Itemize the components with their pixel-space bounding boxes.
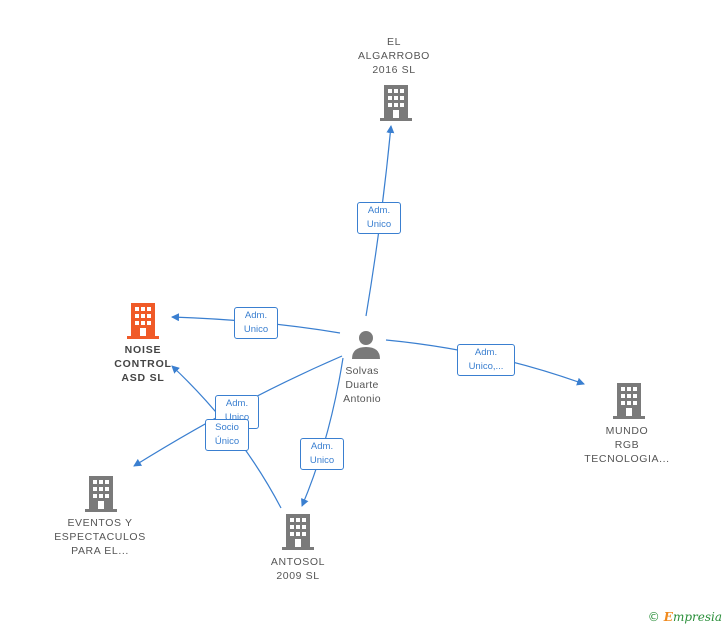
node-label-noise-control[interactable]: NOISE CONTROL ASD SL	[114, 344, 172, 384]
node-label-person[interactable]: Solvas Duarte Antonio	[343, 365, 381, 405]
building-icon-highlighted[interactable]	[127, 303, 159, 339]
node-label-eventos[interactable]: EVENTOS Y ESPECTACULOS PARA EL...	[54, 517, 146, 557]
node-label-antosol[interactable]: ANTOSOL 2009 SL	[270, 556, 326, 582]
edge-label-antosol[interactable]: Adm. Unico	[300, 438, 344, 470]
brand-name: mpresia	[672, 610, 722, 624]
node-label-mundo-rgb[interactable]: MUNDO RGB TECNOLOGIA...	[584, 425, 670, 465]
building-icon[interactable]	[85, 476, 117, 512]
edge-label-algarrobo[interactable]: Adm. Unico	[357, 202, 401, 234]
edge-label-mundo-rgb[interactable]: Adm. Unico,...	[457, 344, 515, 376]
building-icon[interactable]	[380, 85, 412, 121]
edge-label-noise-control[interactable]: Adm. Unico	[234, 307, 278, 339]
node-label-el-algarrobo[interactable]: EL ALGARROBO 2016 SL	[358, 36, 430, 76]
brand-initial: E	[663, 610, 673, 624]
empresia-logo[interactable]: ©Empresia	[648, 610, 722, 624]
copyright-symbol: ©	[647, 610, 660, 624]
person-icon[interactable]	[350, 329, 382, 359]
edge-label-socio[interactable]: Socio Único	[205, 419, 249, 451]
edge-to-antosol	[301, 357, 344, 507]
building-icon[interactable]	[282, 514, 314, 550]
building-icon[interactable]	[613, 383, 645, 419]
